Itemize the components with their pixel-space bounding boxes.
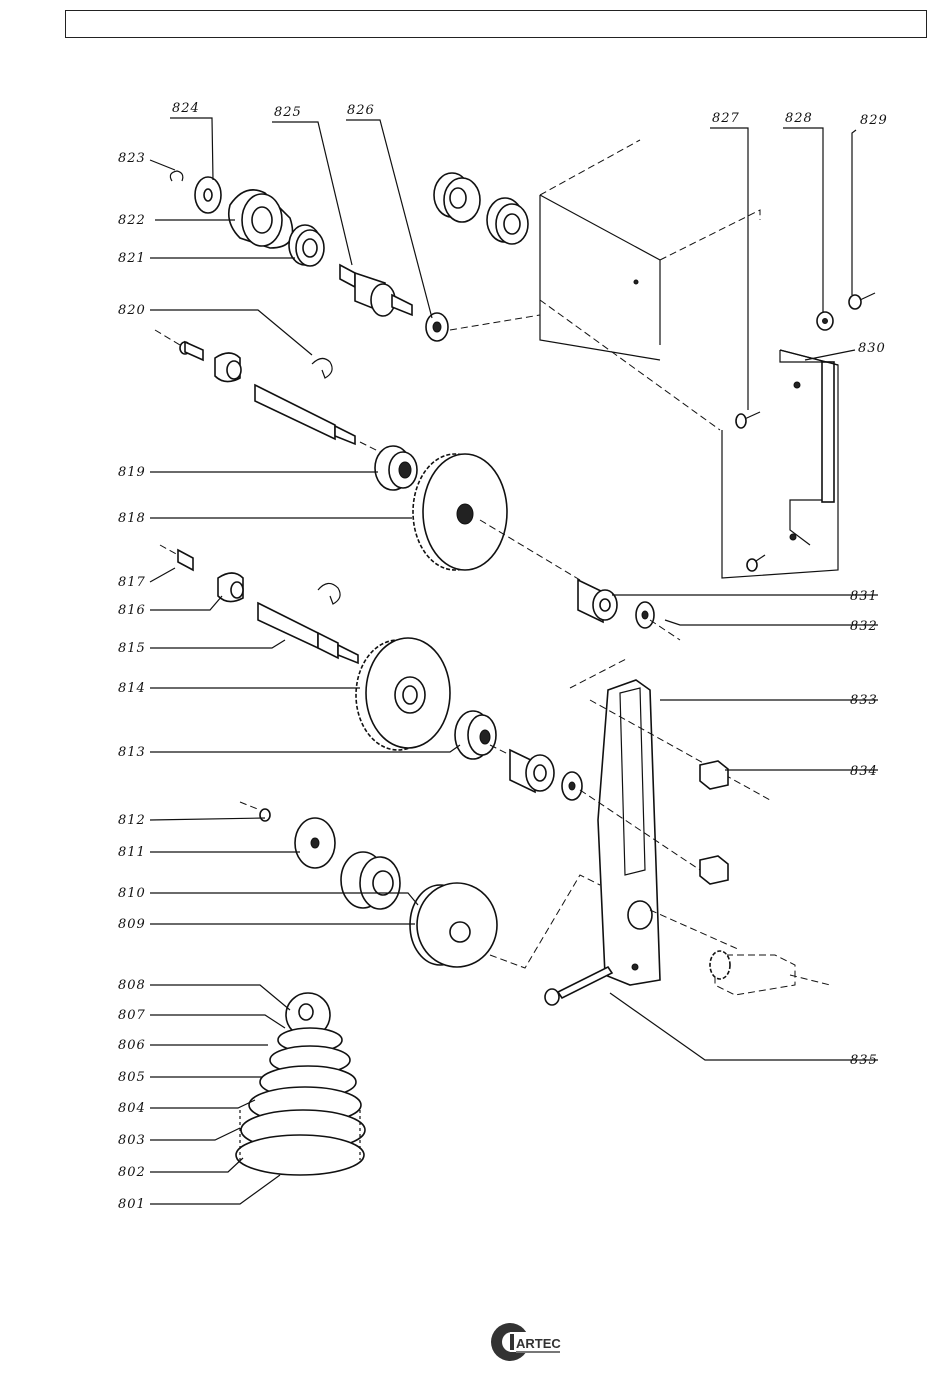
label-832: 832 xyxy=(850,619,878,634)
label-817: 817 xyxy=(118,575,146,590)
label-831: 831 xyxy=(850,589,878,604)
label-828: 828 xyxy=(785,111,813,126)
label-802: 802 xyxy=(118,1165,146,1180)
label-803: 803 xyxy=(118,1133,146,1148)
sleeve-washer-831-832 xyxy=(578,580,680,640)
svg-text:ARTEC: ARTEC xyxy=(516,1336,561,1351)
label-814: 814 xyxy=(118,681,146,696)
gear-813-814 xyxy=(356,638,520,760)
label-807: 807 xyxy=(118,1008,146,1023)
gear-818-819 xyxy=(375,446,580,580)
label-808: 808 xyxy=(118,978,146,993)
label-813: 813 xyxy=(118,745,146,760)
label-827: 827 xyxy=(712,111,740,126)
screw-835 xyxy=(545,967,612,1005)
label-811: 811 xyxy=(118,845,146,860)
artec-logo: ARTEC xyxy=(488,1318,568,1364)
arm-833 xyxy=(570,658,770,985)
tnuts-834 xyxy=(700,761,728,884)
bracket-plate xyxy=(722,350,838,578)
label-806: 806 xyxy=(118,1038,146,1053)
shaft-820 xyxy=(155,330,380,452)
label-815: 815 xyxy=(118,641,146,656)
label-819: 819 xyxy=(118,465,146,480)
change-gear-stack xyxy=(236,993,365,1175)
label-823: 823 xyxy=(118,151,146,166)
upper-shaft-group xyxy=(170,171,540,341)
label-804: 804 xyxy=(118,1101,146,1116)
label-805: 805 xyxy=(118,1070,146,1085)
lower-right-shaft xyxy=(710,951,830,995)
label-834: 834 xyxy=(850,764,878,779)
label-816: 816 xyxy=(118,603,146,618)
label-833: 833 xyxy=(850,693,878,708)
label-822: 822 xyxy=(118,213,146,228)
label-829: 829 xyxy=(860,113,888,128)
label-824: 824 xyxy=(172,101,200,116)
label-809: 809 xyxy=(118,917,146,932)
label-801: 801 xyxy=(118,1197,146,1212)
lower-pulley-group xyxy=(240,802,600,968)
bracket-screws xyxy=(736,293,875,571)
label-820: 820 xyxy=(118,303,146,318)
housing-box xyxy=(540,140,760,430)
shaft-817 xyxy=(160,545,358,663)
housing-bushings xyxy=(434,173,528,244)
label-830: 830 xyxy=(858,341,886,356)
leader-lines xyxy=(150,118,878,1204)
label-821: 821 xyxy=(118,251,146,266)
label-835: 835 xyxy=(850,1053,878,1068)
label-812: 812 xyxy=(118,813,146,828)
label-810: 810 xyxy=(118,886,146,901)
label-818: 818 xyxy=(118,511,146,526)
label-825: 825 xyxy=(274,105,302,120)
label-826: 826 xyxy=(347,103,375,118)
